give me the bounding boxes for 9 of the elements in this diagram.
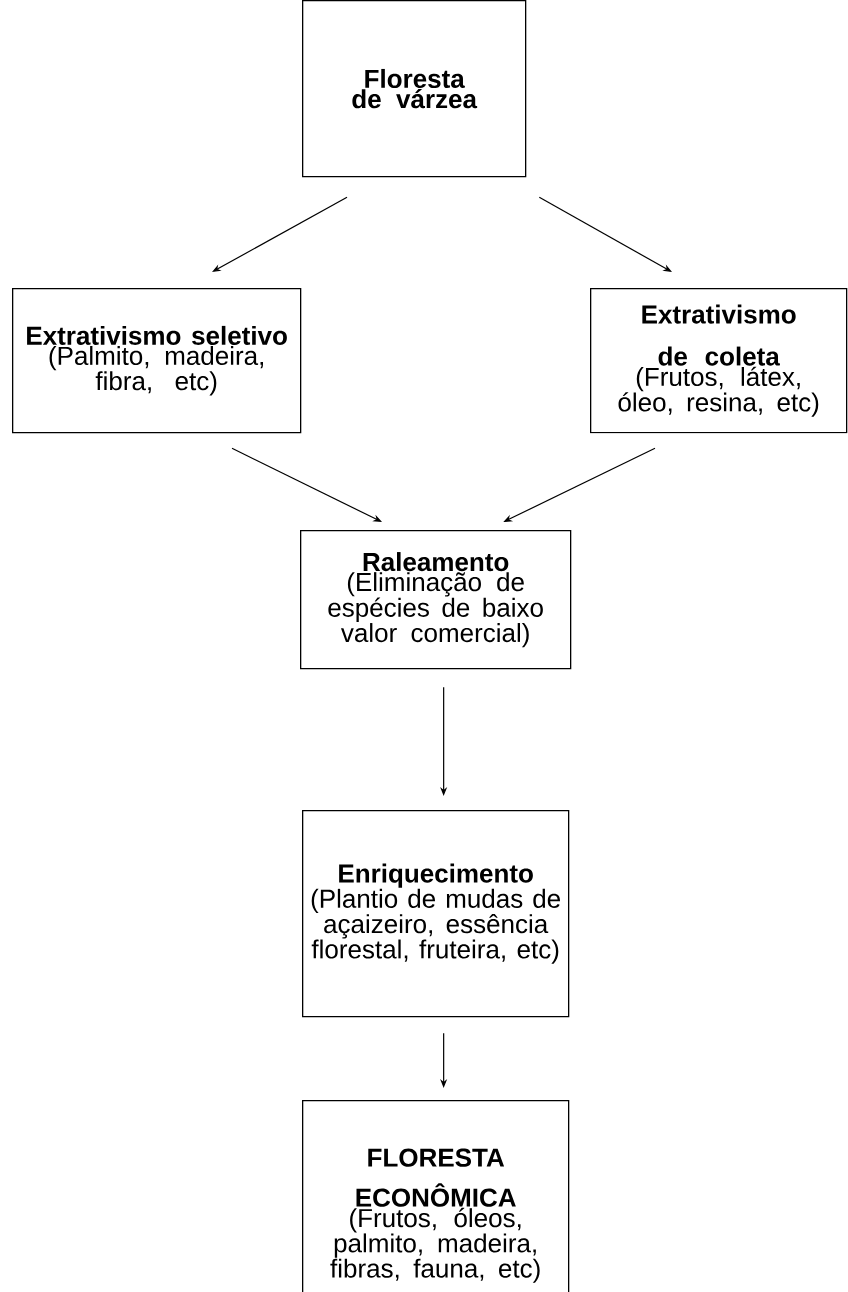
process-box: Extrativismo de coleta (Frutos, látex, óleo, resina, etc) [590,288,848,434]
arrow [538,196,672,272]
arrow [212,196,348,272]
process-box: Floresta de várzea [302,0,527,178]
process-box: Enriquecimento (Plantio de mudas de açaizeiro, essência florestal, fruteira, etc) [302,810,570,1018]
process-box: FLORESTA ECONÔMICA (Frutos, óleos, palmito, madeira, fibras, fauna, etc) [302,1100,570,1292]
process-box: Extrativismo seletivo (Palmito, madeira, fibra, etc) [12,288,302,434]
arrow [231,447,382,522]
process-box: Raleamento (Eliminação de espécies de baixo valor comercial) [300,530,572,670]
